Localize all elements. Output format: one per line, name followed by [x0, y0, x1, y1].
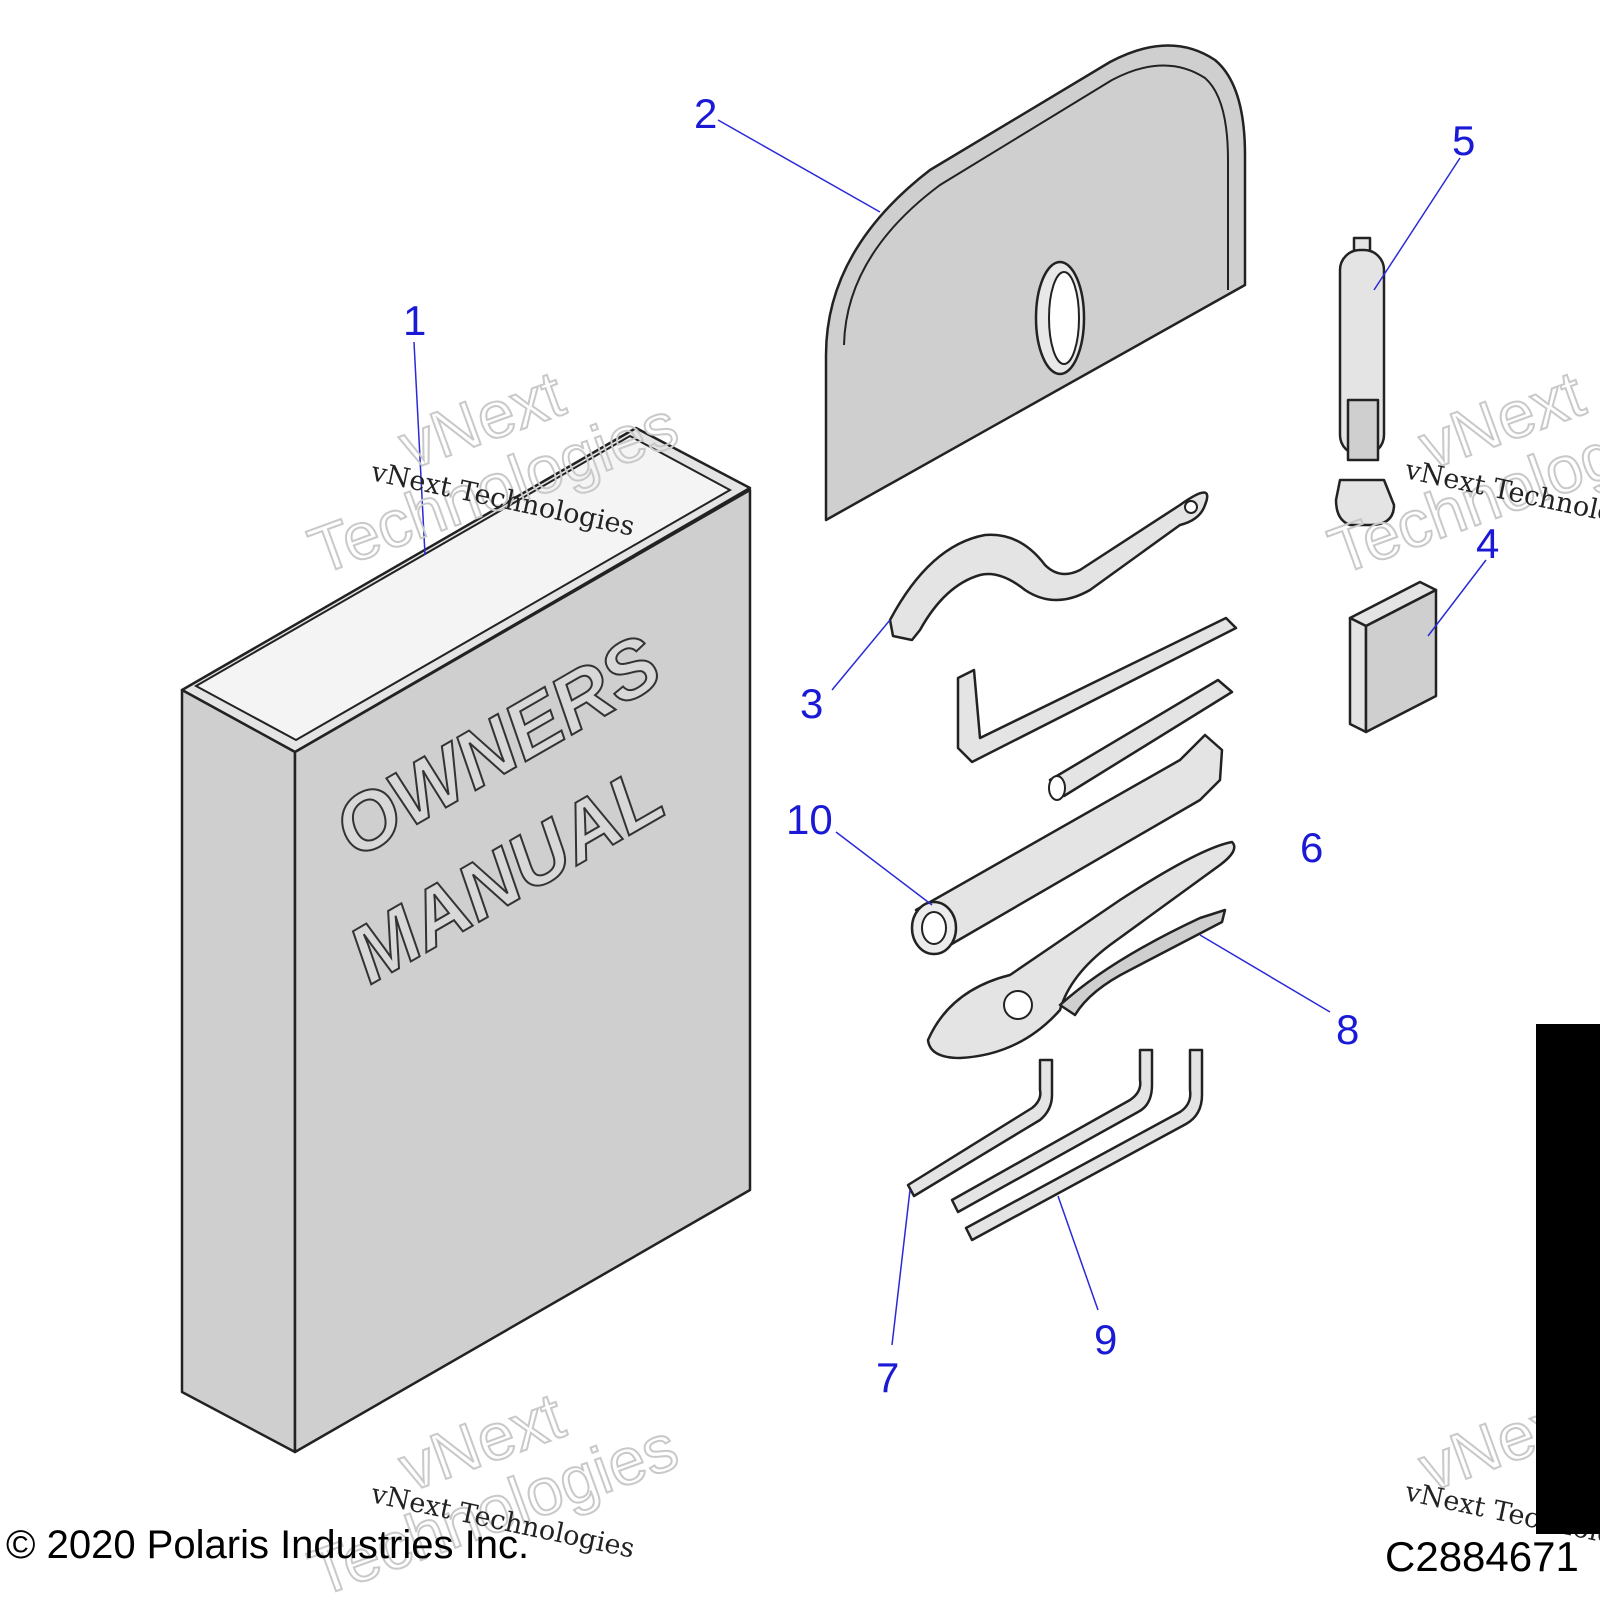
- callout-7: 7: [876, 1354, 899, 1401]
- callout-2: 2: [694, 90, 717, 137]
- tool-pouch: [824, 44, 1247, 522]
- copyright-notice: © 2020 Polaris Industries Inc.: [6, 1523, 530, 1567]
- callout-4: 4: [1476, 520, 1499, 567]
- callout-10: 10: [786, 796, 833, 843]
- pliers: [926, 840, 1236, 1060]
- callout-5: 5: [1452, 117, 1475, 164]
- callout-9: 9: [1094, 1316, 1117, 1363]
- callout-8: 8: [1336, 1006, 1359, 1053]
- plug-wrench: [910, 733, 1224, 956]
- drawing-number: C2884671: [1385, 1533, 1579, 1580]
- leader-lines: [413, 119, 1487, 1346]
- callout-3: 3: [800, 680, 823, 727]
- callout-1: 1: [403, 297, 426, 344]
- driver-bar: [1334, 236, 1396, 527]
- black-side-tab: [1536, 1024, 1600, 1534]
- callout-labels: 1 2 3 4 5 6 7 8 9 10: [403, 90, 1499, 1401]
- torx-keys: [906, 1048, 1204, 1242]
- small-case: [1348, 580, 1438, 734]
- owners-manual: OWNERS MANUAL: [180, 426, 752, 1454]
- callout-6: 6: [1300, 824, 1323, 871]
- spanner-wrench: [888, 491, 1209, 642]
- hex-key-set: [956, 616, 1238, 801]
